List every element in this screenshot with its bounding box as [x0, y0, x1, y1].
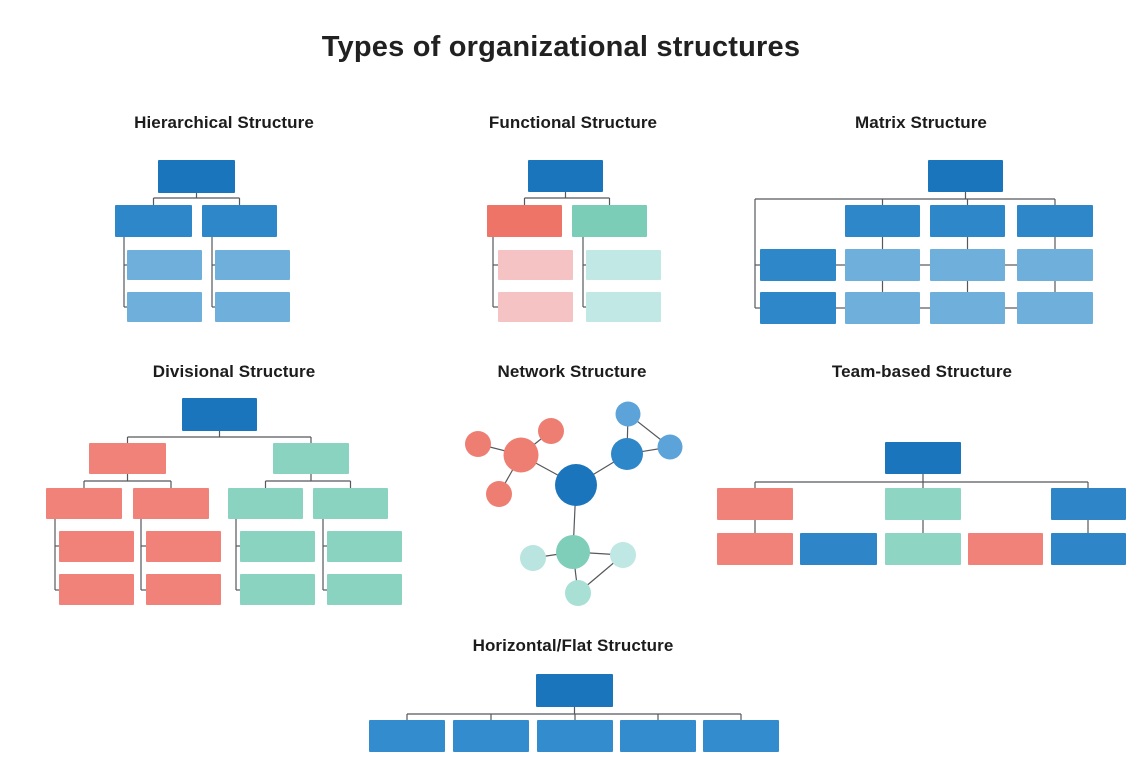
org-box: [146, 574, 221, 605]
org-box: [369, 720, 445, 752]
org-box: [146, 531, 221, 562]
network-node: [538, 418, 564, 444]
diagram-title-divisional: Divisional Structure: [152, 362, 316, 381]
org-box: [1051, 488, 1126, 520]
network-node: [555, 464, 597, 506]
org-box: [586, 250, 661, 280]
org-box: [59, 531, 134, 562]
network-node: [465, 431, 491, 457]
org-box: [89, 443, 166, 474]
org-box: [215, 292, 290, 322]
network-node: [615, 401, 641, 427]
org-box: [572, 205, 647, 237]
org-box: [1017, 205, 1093, 237]
org-box: [487, 205, 562, 237]
org-box: [327, 531, 402, 562]
org-box: [127, 250, 202, 280]
org-box: [133, 488, 209, 519]
diagram-title-horizontal-flat: Horizontal/Flat Structure: [472, 636, 674, 655]
org-box: [717, 533, 793, 565]
org-box: [182, 398, 257, 431]
org-box: [115, 205, 192, 237]
org-box: [885, 442, 961, 474]
diagram-team-based: [717, 442, 1126, 565]
diagram-title-functional: Functional Structure: [488, 113, 658, 132]
org-box: [536, 674, 613, 707]
page-title: Types of organizational structures: [321, 31, 801, 63]
org-box: [1017, 292, 1093, 324]
org-box: [885, 488, 961, 520]
diagram-network: [465, 401, 683, 606]
org-box: [158, 160, 235, 193]
org-box: [968, 533, 1043, 565]
org-box: [845, 249, 920, 281]
org-box: [885, 533, 961, 565]
org-box: [453, 720, 529, 752]
org-box: [586, 292, 661, 322]
org-box: [845, 292, 920, 324]
org-box: [498, 250, 573, 280]
diagram-title-team-based: Team-based Structure: [831, 362, 1013, 381]
network-node: [556, 535, 590, 569]
org-box: [717, 488, 793, 520]
diagram-horizontal-flat: [369, 674, 779, 752]
org-box: [1051, 533, 1126, 565]
org-box: [215, 250, 290, 280]
org-box: [930, 249, 1005, 281]
org-box: [845, 205, 920, 237]
network-node: [610, 542, 636, 568]
org-box: [202, 205, 277, 237]
org-box: [620, 720, 696, 752]
org-box: [928, 160, 1003, 192]
diagram-functional: [487, 160, 661, 322]
org-box: [930, 292, 1005, 324]
org-box: [273, 443, 349, 474]
diagram-divisional: [46, 398, 402, 605]
org-box: [228, 488, 303, 519]
diagram-hierarchical: [115, 160, 290, 322]
network-node: [520, 545, 546, 571]
diagram-title-hierarchical: Hierarchical Structure: [134, 113, 314, 132]
org-box: [760, 292, 836, 324]
diagram-matrix: [754, 160, 1093, 324]
org-box: [240, 531, 315, 562]
network-node: [611, 438, 643, 470]
org-box: [498, 292, 573, 322]
org-box: [327, 574, 402, 605]
org-box: [127, 292, 202, 322]
org-box: [313, 488, 388, 519]
org-box: [760, 249, 836, 281]
org-box: [240, 574, 315, 605]
org-box: [59, 574, 134, 605]
network-node: [657, 434, 683, 460]
org-box: [46, 488, 122, 519]
diagram-title-matrix: Matrix Structure: [855, 113, 987, 132]
network-node: [503, 437, 539, 473]
org-box: [800, 533, 877, 565]
network-node: [486, 481, 512, 507]
org-box: [528, 160, 603, 192]
org-box: [1017, 249, 1093, 281]
org-box: [930, 205, 1005, 237]
network-node: [565, 580, 591, 606]
org-box: [703, 720, 779, 752]
diagram-title-network: Network Structure: [497, 362, 647, 381]
org-box: [537, 720, 613, 752]
